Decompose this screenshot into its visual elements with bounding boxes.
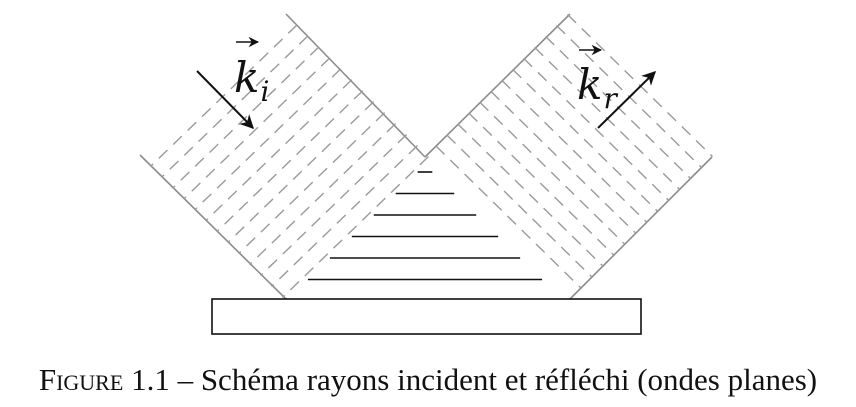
incident-wavefront — [183, 57, 331, 200]
svg-text:ki: ki — [234, 53, 269, 108]
caption-separator: – — [177, 362, 194, 397]
figure-caption: Figure 1.1 – Schéma rayons incident et r… — [39, 362, 817, 397]
incident-wavefront — [260, 134, 408, 277]
reflected-vector-label: kr — [577, 44, 618, 115]
reflected-vector-subscript: r — [603, 82, 618, 115]
reflected-wavefront — [490, 90, 637, 234]
incident-vector-label: ki — [234, 36, 269, 108]
reflected-arrow-icon — [597, 71, 656, 129]
incident-wavefront — [205, 79, 353, 222]
caption-figure-number: 1.1 — [131, 362, 170, 397]
reflected-wavefront — [523, 57, 670, 201]
incident-wavefront — [216, 90, 364, 233]
reflecting-surface — [211, 298, 642, 335]
caption-figure-word: Figure — [39, 362, 123, 397]
incident-wavefront — [161, 35, 309, 178]
incident-wavefront — [150, 24, 298, 167]
incident-wavefront — [281, 155, 429, 298]
incident-wavefront — [194, 68, 342, 211]
incident-wavefront — [271, 145, 419, 288]
reflected-wavefront — [512, 68, 659, 212]
incident-wavefront — [238, 112, 386, 255]
reflected-wavefront — [457, 123, 604, 267]
interference-zone — [307, 171, 543, 281]
incident-band-edge-upper — [285, 13, 426, 158]
incident-vector-subscript: i — [260, 75, 269, 108]
incident-wave-band — [139, 13, 429, 300]
reflected-wave-band — [424, 13, 713, 300]
reflected-wavefront — [501, 79, 648, 223]
incident-wavefront — [227, 101, 375, 244]
reflected-wavefront — [435, 145, 582, 289]
reflected-wavefront — [446, 134, 593, 278]
svg-text:kr: kr — [577, 60, 618, 115]
incident-arrow-icon — [196, 70, 254, 129]
reflected-band-edge-lower — [569, 156, 713, 300]
reflected-wavefront — [468, 112, 615, 256]
incident-wavefront — [249, 123, 397, 266]
reflected-band-edge-upper — [424, 13, 571, 158]
reflected-wavefronts — [435, 14, 713, 289]
caption-text: Schéma rayons incident et réfléchi (onde… — [201, 362, 817, 397]
reflected-vector-base: k — [577, 60, 602, 109]
incident-wavefronts — [150, 24, 429, 298]
incident-vector-base: k — [234, 53, 259, 102]
reflected-wavefront — [479, 101, 626, 245]
